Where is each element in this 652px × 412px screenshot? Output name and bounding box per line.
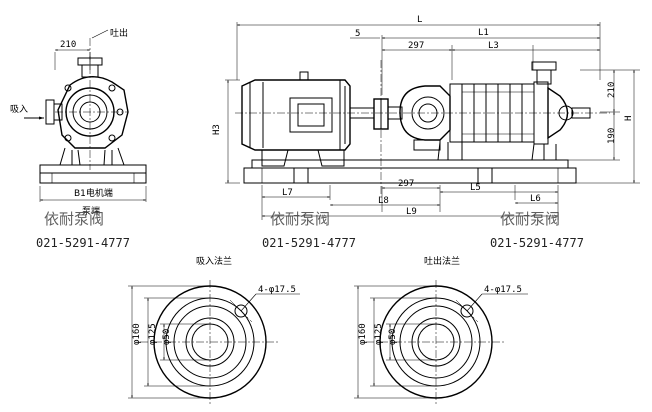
suction-d125: φ125 [148,323,158,345]
motor-end-label: B1电机端 [74,187,113,199]
watermark-phone-1: 021-5291-4777 [36,236,130,250]
dim-L6: L6 [530,194,541,204]
dim-L8: L8 [378,196,389,206]
suction-flange-title: 吸入法兰 [196,255,232,267]
discharge-d160: φ160 [358,323,368,345]
inlet-label: 吸入 [10,104,28,115]
watermarks: 依耐泵阀 021-5291-4777 依耐泵阀 021-5291-4777 依耐… [36,210,584,250]
dim-297-bottom: 297 [398,179,414,189]
multistage-pump [387,61,591,161]
side-view: 210 吐出 吸入 [10,27,147,217]
dim-L5: L5 [470,183,481,193]
pump-casing [57,76,129,149]
dim-297-top: 297 [408,41,424,51]
front-view: L L1 5 297 L3 H3 210 190 H [212,15,640,220]
watermark-brand-3: 依耐泵阀 [500,210,560,228]
suction-hole-spec: 4-φ17.5 [258,285,296,295]
discharge-nozzle [531,61,557,71]
discharge-flange-title: 吐出法兰 [424,255,460,267]
dim-5: 5 [355,29,360,39]
suction-d50: φ50 [162,329,172,345]
base-plate-side [39,164,147,174]
motor [241,71,351,167]
discharge-d125: φ125 [374,323,384,345]
dim-H3: H3 [212,124,222,135]
watermark-brand-2: 依耐泵阀 [270,210,330,228]
dim-190: 190 [607,128,617,144]
dim-H: H [624,116,634,121]
suction-flange-detail: 吸入法兰 4-φ17.5 φ160 φ125 φ50 [128,255,300,405]
discharge-d50: φ50 [388,329,398,345]
discharge-flange-detail: 吐出法兰 4-φ17.5 φ160 φ125 φ50 [354,255,528,405]
suction-d160: φ160 [132,323,142,345]
discharge-hole-spec: 4-φ17.5 [484,285,522,295]
inlet-flange [45,99,55,125]
dim-210-side: 210 [60,40,76,50]
watermark-brand-1: 依耐泵阀 [44,210,104,228]
dim-210-right: 210 [607,82,617,98]
outlet-label: 吐出 [110,27,128,39]
dim-L1: L1 [478,28,489,38]
dim-L9: L9 [406,207,417,217]
watermark-phone-2: 021-5291-4777 [262,236,356,250]
base-plate [243,159,577,184]
dim-L: L [417,15,422,25]
watermark-phone-3: 021-5291-4777 [490,236,584,250]
pump-end-label: 泵端 [82,205,100,217]
dim-L3: L3 [488,41,499,51]
dim-L7: L7 [282,188,293,198]
